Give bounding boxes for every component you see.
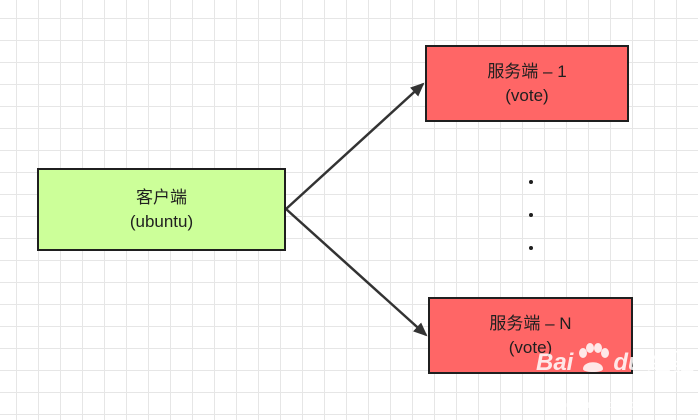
watermark-url: jingyan.baidu.com — [555, 399, 644, 411]
arrow-to-server-n — [285, 208, 428, 337]
server-node-1-subtitle: (vote) — [505, 85, 549, 105]
server-node-n-subtitle: (vote) — [508, 337, 553, 357]
server-node-1: 服务端 – 1 (vote) — [425, 45, 629, 122]
arrow-to-server-1 — [285, 82, 425, 210]
watermark-brand-b: du — [613, 349, 643, 376]
server-node-n: 服务端 – N (vote) — [428, 297, 633, 374]
paw-icon — [579, 343, 610, 372]
server-node-1-title: 服务端 – 1 — [487, 61, 567, 81]
client-node-title: 客户端 — [136, 187, 187, 207]
watermark-brand-c: 经验 — [646, 349, 695, 376]
baidu-jingyan-watermark: Bai du 经验 — [536, 343, 695, 377]
client-node: 客户端 (ubuntu) — [37, 168, 286, 251]
server-node-n-title: 服务端 – N — [489, 313, 572, 333]
ellipsis-dot-3 — [529, 246, 533, 250]
ellipsis-dot-2 — [529, 213, 533, 217]
client-node-subtitle: (ubuntu) — [129, 211, 194, 231]
watermark-brand-a: Bai — [536, 349, 574, 376]
ellipsis-dot-1 — [529, 180, 533, 184]
